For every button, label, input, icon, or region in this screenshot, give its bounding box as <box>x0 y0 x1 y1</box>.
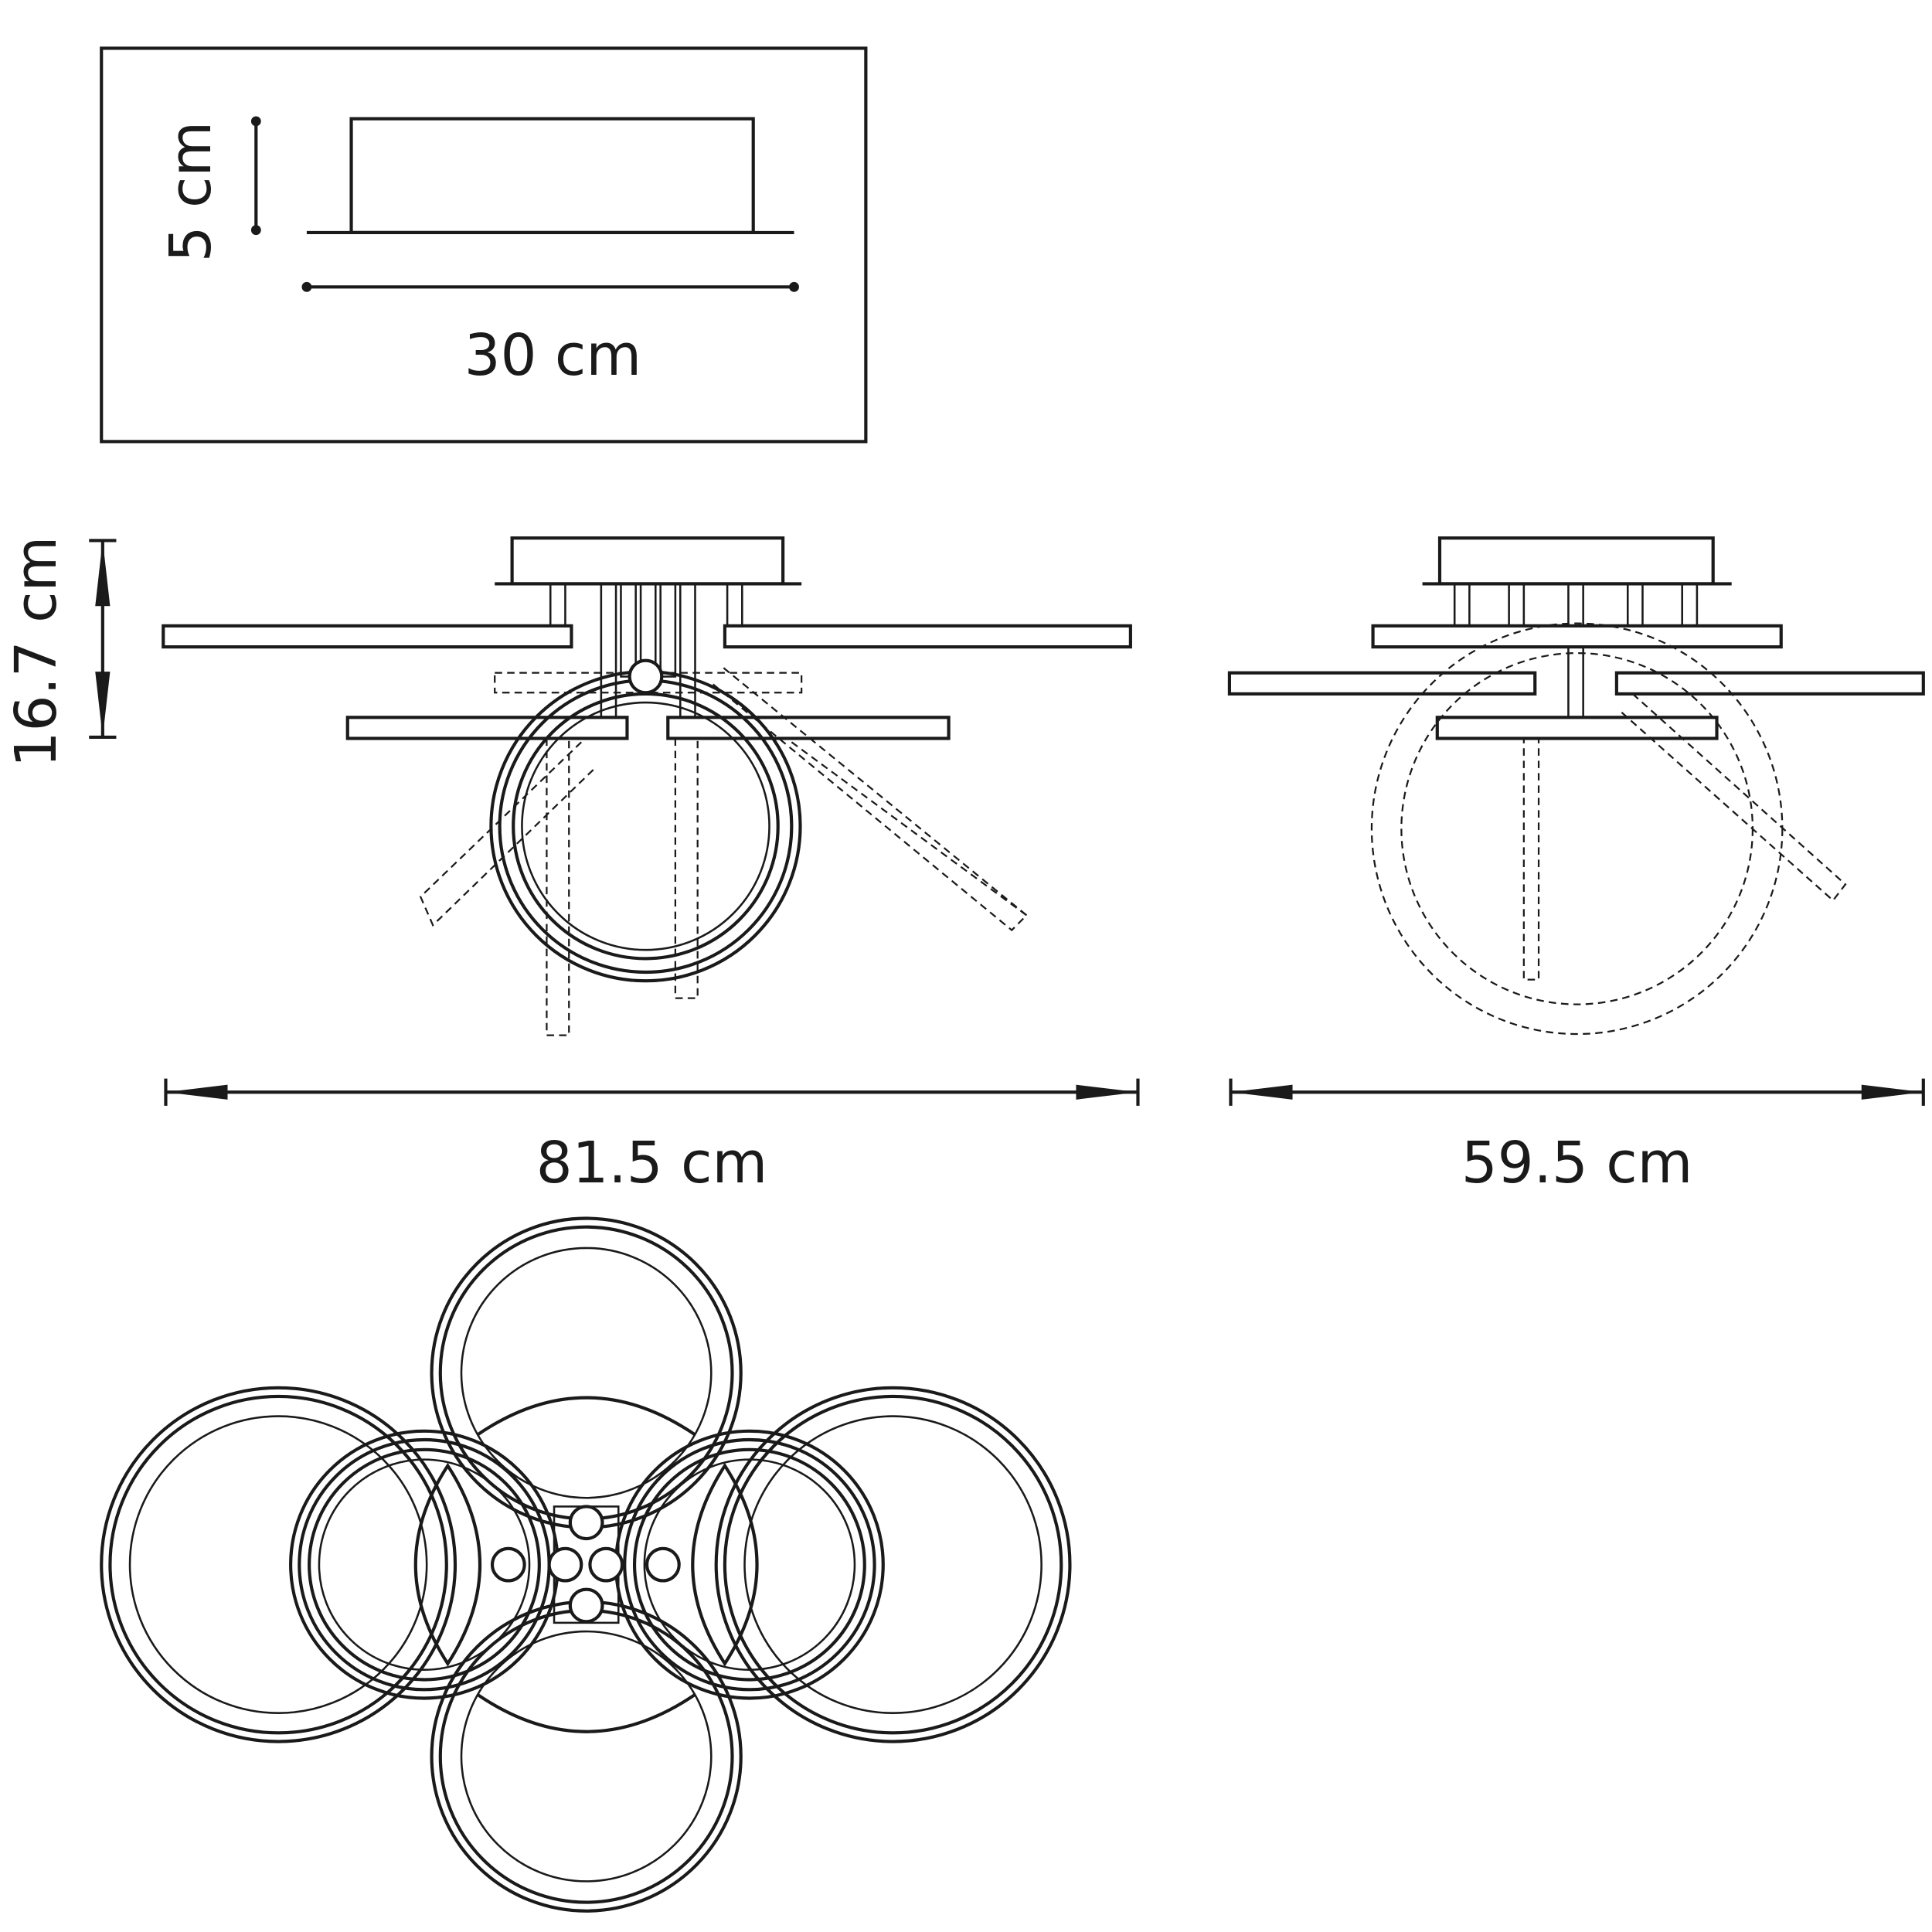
ring-small-right <box>614 1429 885 1700</box>
joint <box>645 1546 681 1583</box>
arm-upper-left <box>162 624 573 649</box>
arrow-right-icon <box>1861 1084 1923 1100</box>
canopy-detail: 5 cm 30 cm <box>100 46 868 444</box>
height-dimension <box>89 539 117 739</box>
ring-outer <box>489 669 802 983</box>
ring-outer-2 <box>498 679 794 975</box>
ring-large-right <box>714 1386 1072 1743</box>
bottom-view <box>100 1216 1072 1913</box>
center-lens <box>476 1396 696 1733</box>
arm-lower-left <box>345 716 629 740</box>
arrow-left-icon <box>1230 1084 1293 1100</box>
side-width-label: 59.5 cm <box>1461 1131 1692 1196</box>
lens-right <box>691 1462 759 1667</box>
side-view: 59.5 cm <box>1227 536 1925 1196</box>
front-view: 16.7 cm 81.5 cm <box>4 536 1140 1196</box>
canopy-width-label: 30 cm <box>464 323 641 389</box>
arm-lower-right <box>666 716 951 740</box>
arrow-right-icon <box>1076 1084 1138 1100</box>
ring-top <box>430 1216 743 1529</box>
joint <box>490 1546 526 1583</box>
arrow-left-icon <box>165 1084 228 1100</box>
joint <box>568 1505 604 1541</box>
arm-bottom <box>1435 716 1719 740</box>
front-height-label: 16.7 cm <box>4 536 70 767</box>
dim-dot <box>789 281 799 292</box>
rods <box>549 583 743 719</box>
dim-dot <box>250 225 261 236</box>
ring-bottom <box>430 1600 743 1913</box>
dim-dot <box>250 116 261 127</box>
ring-inner <box>512 692 780 961</box>
detail-frame <box>100 46 868 444</box>
lens-left <box>413 1462 481 1667</box>
rods <box>1453 583 1699 719</box>
arm-right <box>1614 671 1925 696</box>
ring-joint <box>628 658 664 695</box>
canopy <box>510 536 785 586</box>
canopy-height-label: 5 cm <box>158 121 224 262</box>
arm-left <box>1227 671 1537 696</box>
joint <box>568 1587 604 1624</box>
canopy-profile <box>349 117 755 234</box>
joint <box>547 1546 583 1583</box>
ring-large-left <box>100 1386 457 1743</box>
width-dimension <box>164 1078 1140 1106</box>
arm-upper-right <box>723 624 1132 649</box>
dashed-arms <box>419 667 1029 1036</box>
front-width-label: 81.5 cm <box>536 1131 767 1196</box>
width-dimension <box>1229 1078 1925 1106</box>
arrow-up-icon <box>95 540 111 607</box>
arm-top <box>1371 624 1783 649</box>
dashed-ring <box>1370 622 1847 1036</box>
ring-inner-2 <box>521 701 770 951</box>
dim-dot <box>301 281 312 292</box>
canopy <box>1437 536 1715 586</box>
joint <box>588 1546 624 1583</box>
arrow-down-icon <box>95 672 111 737</box>
